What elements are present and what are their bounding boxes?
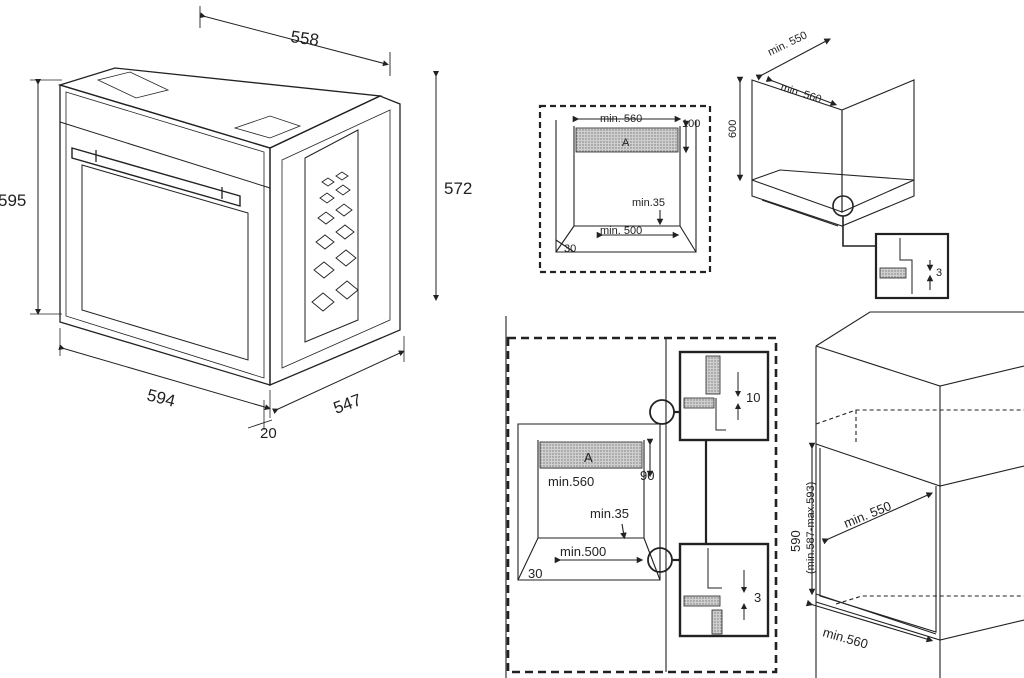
dim-594: 594: [145, 385, 177, 410]
oven-front-panel: [59, 84, 271, 386]
oven-handle: [71, 147, 241, 207]
dim-572: 572: [444, 179, 472, 198]
under-min-width: min.560: [548, 474, 594, 489]
cab-top-min-width: min. 560: [600, 113, 642, 125]
cabinet-under-frame: [505, 316, 778, 678]
under-min-depth: min.500: [560, 544, 606, 559]
cab-top-label-a: A: [622, 137, 630, 149]
ventilation-area-a: [575, 127, 679, 153]
under-min-vent: min.35: [590, 506, 629, 521]
tall-detail-gap: 3: [936, 267, 942, 279]
tall-cabinet-perspective: [736, 38, 950, 300]
column-cabinet-perspective: [805, 311, 1024, 678]
tall-height: 600: [727, 120, 739, 138]
column-min-depth: min.560: [821, 624, 870, 651]
under-front-offset: 30: [528, 566, 542, 581]
column-min-inner-width: min. 550: [842, 498, 894, 531]
tall-min-width-depth: min. 560: [779, 81, 823, 105]
dim-20: 20: [260, 425, 277, 442]
oven-side-face: [269, 95, 401, 386]
under-ventilation-area-a: [539, 441, 643, 469]
oven-perspective: [30, 6, 439, 430]
under-gap: 90: [640, 468, 654, 483]
dim-547: 547: [331, 390, 364, 418]
dim-595: 595: [0, 191, 26, 210]
cab-top-min-vent: min.35: [632, 197, 665, 209]
oven-door-window: [81, 164, 249, 361]
tall-min-width-top: min. 550: [766, 29, 809, 58]
under-label-a: A: [584, 450, 593, 465]
cab-top-gap: 100: [682, 118, 700, 130]
column-height: 590: [788, 530, 803, 552]
oven-top-face: [57, 67, 383, 149]
cab-top-min-depth: min. 500: [600, 225, 642, 237]
under-detail-bottom-gap: 3: [754, 590, 761, 605]
dim-558: 558: [289, 27, 320, 50]
cab-top-front-offset: 30: [564, 243, 576, 255]
oven-side-vents: [304, 129, 359, 343]
under-detail-top-gap: 10: [746, 390, 760, 405]
cabinet-top-frame: [538, 104, 712, 274]
column-height-range: (min.587-max.593): [805, 482, 817, 574]
